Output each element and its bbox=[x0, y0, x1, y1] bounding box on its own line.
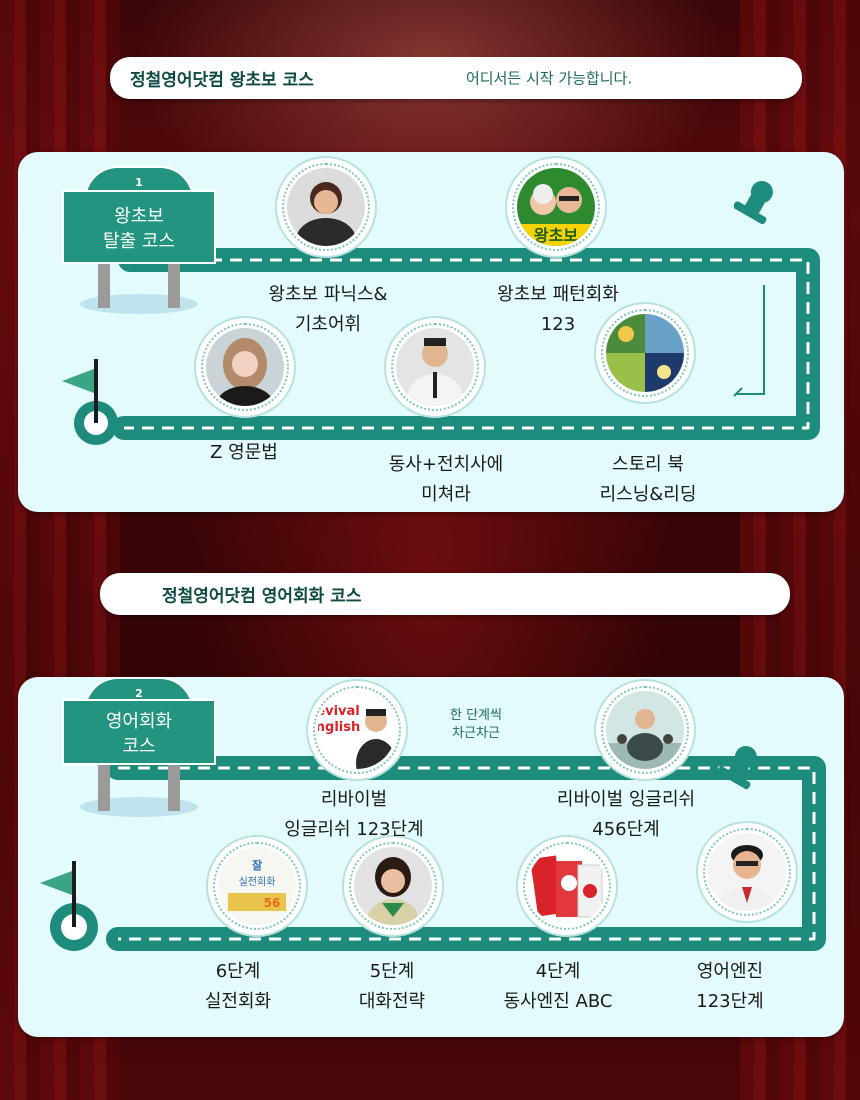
course2-signpost: 2 영어회화 코스 bbox=[62, 677, 218, 819]
course1-subtitle: 어디서든 시작 가능합니다. bbox=[466, 69, 633, 88]
course1-roadmap-panel: 1 왕초보 탈출 코스 왕초보 왕초 bbox=[18, 152, 844, 512]
course1-signpost: 1 왕초보 탈출 코스 bbox=[62, 166, 218, 316]
instructor-photo-icon bbox=[206, 328, 284, 406]
course-item-phonics[interactable] bbox=[277, 158, 375, 256]
book-cover-text1: 잘 bbox=[252, 859, 262, 872]
svg-text:왕초보: 왕초보 bbox=[534, 226, 578, 245]
course-item-label: 왕초보 파닉스&기초어휘 bbox=[268, 284, 388, 335]
goal-flag-icon bbox=[40, 861, 98, 951]
course-item-english-engine[interactable] bbox=[698, 823, 796, 921]
course1-header: 정철영어닷컴 왕초보 코스 어디서든 시작 가능합니다. bbox=[110, 57, 802, 99]
studio-photo-icon bbox=[606, 691, 684, 769]
stamp-icon bbox=[718, 745, 757, 790]
book-covers-icon bbox=[528, 847, 606, 925]
revival-logo-line2: nglish bbox=[318, 720, 360, 735]
course2-track bbox=[106, 756, 826, 951]
book-cover-text3: 56 bbox=[264, 896, 281, 910]
course2-sign-line2: 코스 bbox=[122, 736, 156, 757]
instructor-photo-icon bbox=[287, 168, 365, 246]
course-item-revival-456[interactable] bbox=[596, 681, 694, 779]
course-item-level5[interactable] bbox=[344, 837, 442, 935]
course-item-pattern[interactable]: 왕초보 bbox=[507, 158, 605, 256]
instructor-pair-photo-icon: 왕초보 bbox=[517, 168, 595, 246]
course-item-level4[interactable] bbox=[518, 837, 616, 935]
course1-track bbox=[112, 248, 820, 440]
course-item-verb-preposition[interactable] bbox=[386, 318, 484, 416]
course1-sign-line2: 탈출 코스 bbox=[103, 231, 175, 252]
course2-title: 정철영어닷컴 영어회화 코스 bbox=[162, 586, 362, 607]
goal-flag-icon bbox=[62, 359, 118, 445]
course1-title: 정철영어닷컴 왕초보 코스 bbox=[130, 70, 314, 91]
stamp-icon bbox=[734, 180, 773, 225]
course-item-label: Z 영문법 bbox=[210, 442, 278, 463]
book-cover-text2: 실전회화 bbox=[239, 876, 276, 888]
course1-sign-line1: 왕초보 bbox=[114, 206, 164, 227]
revival-logo-line1: evival bbox=[318, 704, 360, 719]
course2-sign-line1: 영어회화 bbox=[105, 711, 173, 732]
instructor-photo-icon bbox=[354, 847, 432, 925]
course-item-storybook[interactable] bbox=[596, 304, 694, 402]
course-item-grammar[interactable] bbox=[196, 318, 294, 416]
instructor-photo-icon bbox=[396, 328, 474, 406]
course2-header: 정철영어닷컴 영어회화 코스 bbox=[100, 573, 790, 615]
instructor-photo-icon bbox=[708, 833, 786, 911]
